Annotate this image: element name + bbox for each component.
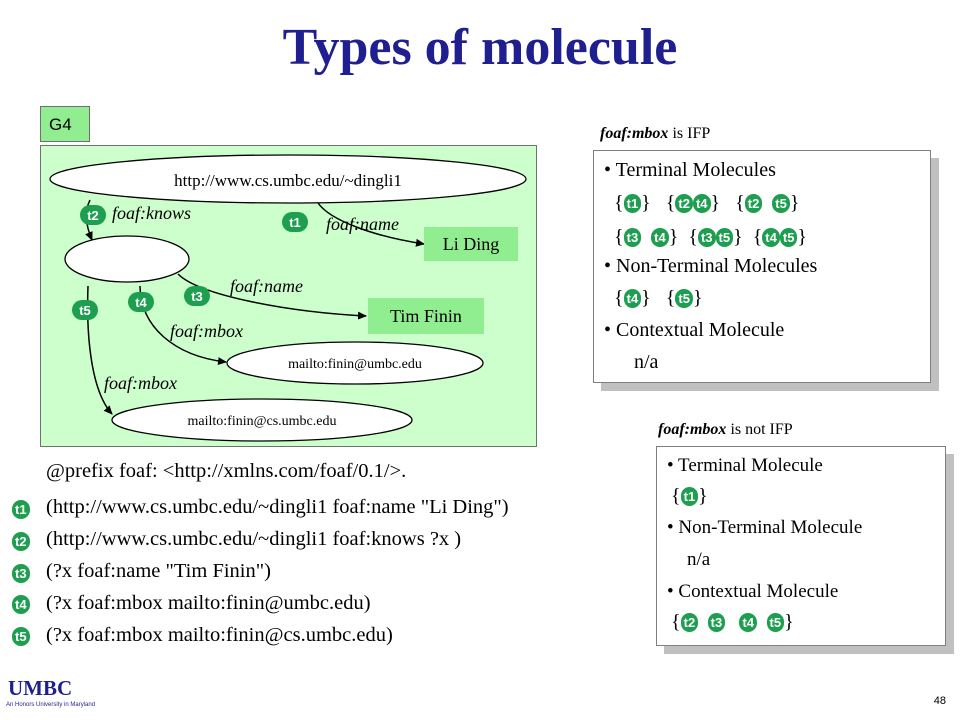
node-li-ding-text: Li Ding (443, 234, 500, 254)
not-ifp-contextual-row: {t2 t3 t4 t5} (671, 611, 794, 634)
code-prefix: @prefix foaf: <http://xmlns.com/foaf/0.1… (46, 460, 407, 482)
svg-text:t4: t4 (135, 295, 147, 310)
node-mbox-umbc-text: mailto:finin@umbc.edu (288, 357, 422, 372)
not-ifp-caption: foaf:mbox is not IFP (658, 421, 793, 438)
code-line-t5: (?x foaf:mbox mailto:finin@cs.umbc.edu) (46, 624, 393, 646)
ifp-nonterminal-heading: • Non-Terminal Molecules (604, 255, 818, 277)
tag-badge-t1: t1 (282, 212, 308, 232)
not-ifp-nonterminal-heading: • Non-Terminal Molecule (667, 517, 863, 538)
node-mbox-umbc (226, 341, 484, 385)
not-ifp-contextual-heading: • Contextual Molecule (667, 581, 839, 602)
tag-badge-t5: t5 (72, 300, 98, 320)
code-tag-t2: t2 (12, 532, 30, 551)
edge-mbox-umbc-label: foaf:mbox (170, 321, 243, 341)
edge-mbox-cs-label: foaf:mbox (104, 373, 177, 393)
graph-label: G4 (40, 106, 90, 142)
ifp-nonterminal-row: {t4} {t5} (614, 286, 703, 309)
code-tag-t4: t4 (12, 595, 30, 614)
svg-text:t3: t3 (191, 289, 203, 304)
code-line-t4: (?x foaf:mbox mailto:finin@umbc.edu) (46, 592, 371, 614)
svg-text:t2: t2 (87, 208, 99, 223)
code-tag-t1: t1 (12, 500, 30, 519)
code-tag-t3: t3 (12, 564, 30, 583)
node-li-ding (424, 227, 518, 261)
svg-text:t5: t5 (79, 303, 91, 318)
tag-badge-t4: t4 (128, 292, 154, 312)
svg-text:t1: t1 (289, 215, 301, 230)
node-tim-finin (368, 298, 484, 334)
edge-name-li-label: foaf:name (326, 214, 399, 234)
ifp-contextual-heading: • Contextual Molecule (604, 319, 785, 341)
page-number: 48 (933, 695, 946, 707)
node-tim-finin-text: Tim Finin (390, 306, 462, 326)
code-tag-t5: t5 (12, 627, 30, 646)
node-mbox-cs (111, 398, 413, 442)
ifp-contextual-na: n/a (634, 351, 659, 373)
tag-badge-t2: t2 (80, 205, 106, 225)
umbc-tagline: An Honors University in Maryland (6, 702, 96, 708)
node-subject-text: http://www.cs.umbc.edu/~dingli1 (174, 171, 402, 190)
node-subject (49, 154, 527, 204)
ifp-caption: foaf:mbox is IFP (600, 125, 711, 142)
code-line-t1: (http://www.cs.umbc.edu/~dingli1 foaf:na… (46, 496, 509, 518)
ifp-terminal-heading: • Terminal Molecules (604, 159, 776, 181)
edge-knows-label: foaf:knows (112, 203, 191, 223)
umbc-logo: UMBC (8, 676, 73, 700)
node-mbox-cs-text: mailto:finin@cs.umbc.edu (188, 414, 337, 429)
code-line-t2: (http://www.cs.umbc.edu/~dingli1 foaf:kn… (46, 528, 462, 550)
edge-name-tim-label: foaf:name (230, 276, 303, 296)
code-line-t3: (?x foaf:name "Tim Finin") (46, 560, 271, 582)
not-ifp-terminal-heading: • Terminal Molecule (667, 455, 823, 476)
edge-name-li (317, 202, 425, 247)
not-ifp-panel: • Terminal Molecule {t1} • Non-Terminal … (656, 446, 946, 646)
not-ifp-terminal-row: {t1} (671, 485, 708, 508)
tag-badge-t3: t3 (184, 286, 210, 306)
slide-title: Types of molecule (282, 19, 678, 76)
not-ifp-nonterminal-na: n/a (687, 549, 711, 570)
node-blank (64, 235, 190, 283)
edge-name-tim (177, 273, 367, 320)
